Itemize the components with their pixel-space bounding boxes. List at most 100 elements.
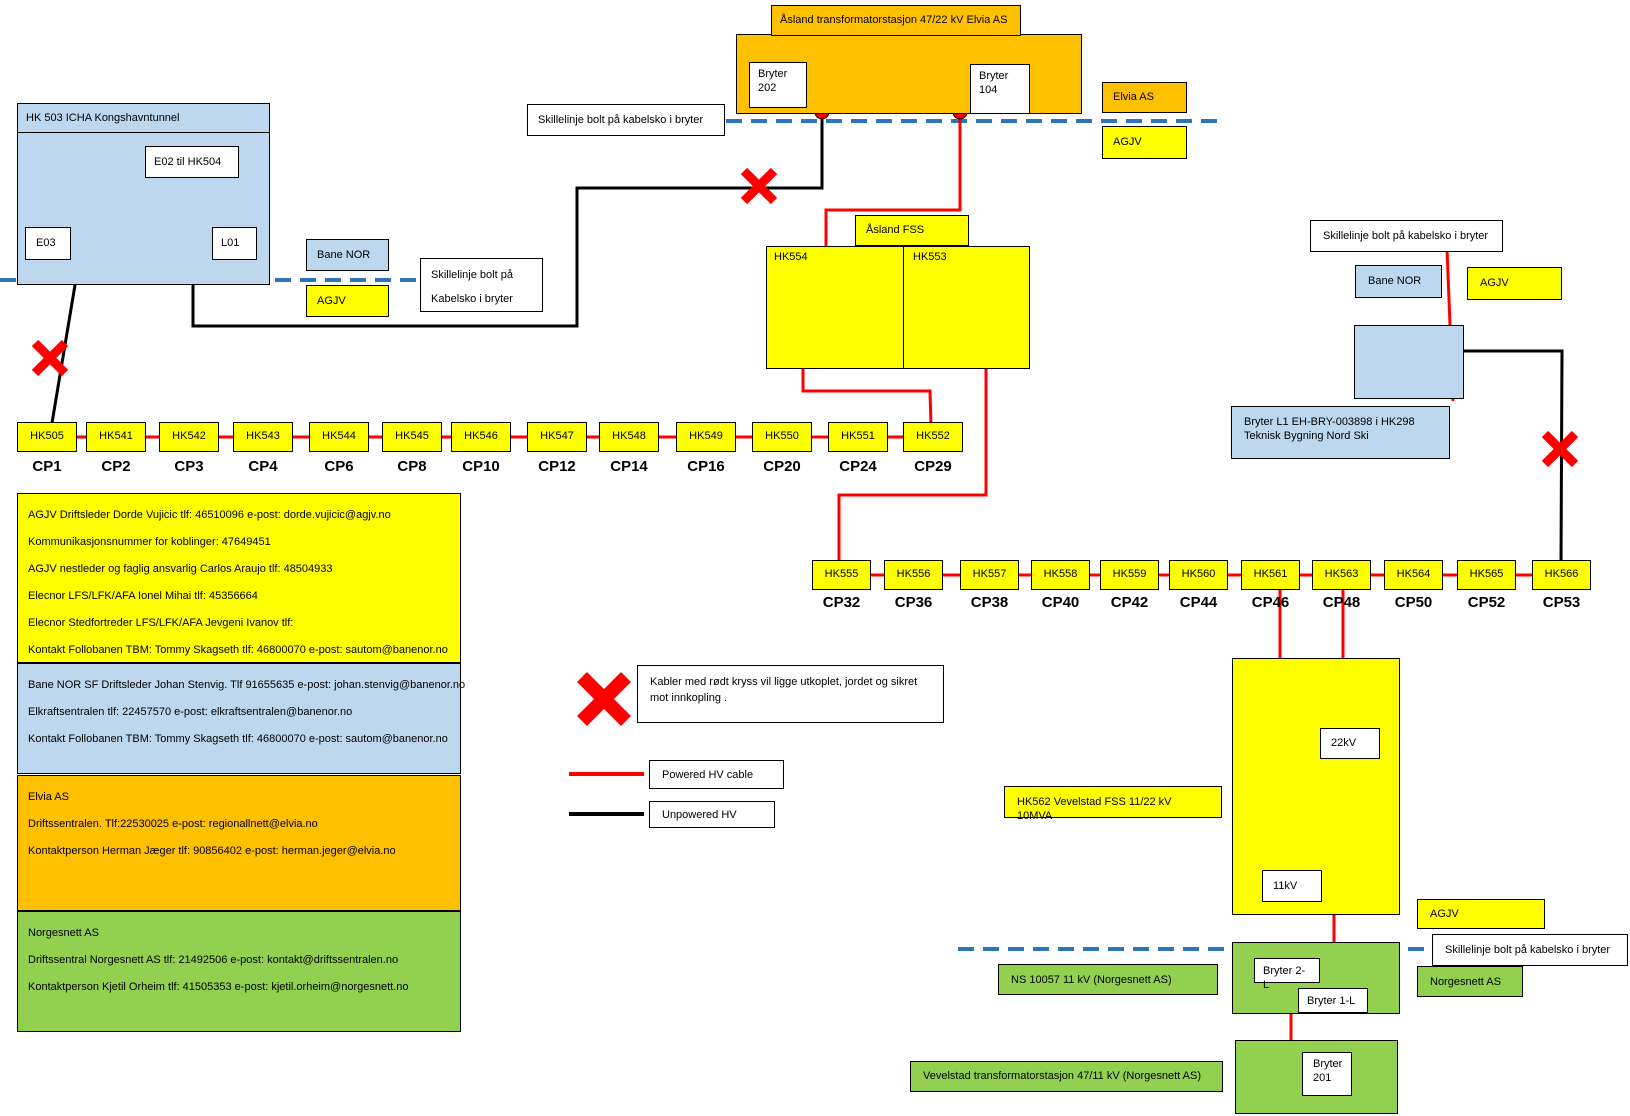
- node-hk548: HK548: [599, 422, 659, 452]
- norgesnett-owner-label: Norgesnett AS: [1417, 966, 1523, 997]
- node-hk565: HK565: [1457, 560, 1516, 590]
- cp-label-cp2: CP2: [101, 458, 131, 475]
- cp-label-cp16: CP16: [687, 458, 725, 475]
- cp-label-cp44: CP44: [1179, 594, 1218, 611]
- contact-line: Kontaktperson Herman Jæger tlf: 90856402…: [28, 845, 396, 857]
- contact-line: Norgesnett AS: [28, 927, 99, 939]
- cp-label-cp24: CP24: [839, 458, 877, 475]
- bryter-2l-label: Bryter 2-L: [1254, 958, 1320, 991]
- skillelinje-top-label: Skillelinje bolt på kabelsko i bryter: [527, 104, 725, 136]
- contact-line: AGJV Driftsleder Dorde Vujicic tlf: 4651…: [28, 509, 391, 521]
- banenor-contacts-panel: Bane NOR SF Driftsleder Johan Stenvig. T…: [17, 663, 466, 774]
- node-hk559: HK559: [1100, 560, 1159, 590]
- red-cross-icon: [1541, 430, 1579, 468]
- contact-line: Elecnor Stedfortreder LFS/LFK/AFA Jevgen…: [28, 617, 294, 629]
- node-hk542: HK542: [159, 422, 219, 452]
- bryter-104-line1: Bryter: [979, 70, 1009, 82]
- node-hk543: HK543: [233, 422, 293, 452]
- skillelinje-left-line2: Kabelsko i bryter: [431, 293, 513, 305]
- norgesnett-contacts-panel: Norgesnett AS Driftssentral Norgesnett A…: [17, 911, 461, 1032]
- cp-label-cp52: CP52: [1467, 594, 1506, 611]
- 22kv-label: 22kV: [1320, 728, 1380, 759]
- skillelinje-left-line1: Skillelinje bolt på: [431, 269, 513, 281]
- bryter-l1-label: Bryter L1 EH-BRY-003898 i HK298 Teknisk …: [1231, 406, 1450, 459]
- skillelinje-right-label: Skillelinje bolt på kabelsko i bryter: [1310, 220, 1503, 252]
- node-hk557: HK557: [960, 560, 1019, 590]
- bane-nor-label-left: Bane NOR: [306, 239, 389, 271]
- asland-station-title: Åsland transformatorstasjon 47/22 kV Elv…: [771, 5, 1021, 36]
- red-cross-icon: [31, 339, 69, 377]
- bryter-202-line2: 202: [758, 82, 777, 94]
- 11kv-label: 11kV: [1262, 870, 1322, 902]
- node-hk566: HK566: [1532, 560, 1591, 590]
- skillelinje-left-label: Skillelinje bolt på Kabelsko i bryter: [420, 258, 543, 312]
- cp-label-cp50: CP50: [1394, 594, 1433, 611]
- cp-label-cp3: CP3: [174, 458, 204, 475]
- agjv-contacts-panel: AGJV Driftsleder Dorde Vujicic tlf: 4651…: [17, 493, 461, 663]
- legend-cross-line1: Kabler med rødt kryss vil ligge utkoplet…: [650, 676, 918, 688]
- cp-label-cp40: CP40: [1041, 594, 1080, 611]
- node-hk564: HK564: [1384, 560, 1443, 590]
- contact-line: Kommunikasjonsnummer for koblinger: 4764…: [28, 536, 271, 548]
- legend-powered-label: Powered HV cable: [649, 760, 784, 789]
- skillelinje-bottom-label: Skillelinje bolt på kabelsko i bryter: [1432, 934, 1628, 966]
- contact-line: Kontakt Follobanen TBM: Tommy Skagseth t…: [28, 733, 448, 745]
- contact-line: Elkraftsentralen tlf: 22457570 e-post: e…: [28, 706, 353, 718]
- contact-line: Kontaktperson Kjetil Orheim tlf: 4150535…: [28, 981, 409, 993]
- cp-label-cp38: CP38: [970, 594, 1009, 611]
- e03-label: E03: [25, 227, 71, 260]
- legend-cross-text: Kabler med rødt kryss vil ligge utkoplet…: [637, 665, 944, 723]
- node-hk555: HK555: [812, 560, 871, 590]
- bane-nor-label-right: Bane NOR: [1355, 265, 1442, 298]
- cp-label-cp48: CP48: [1322, 594, 1361, 611]
- node-hk558: HK558: [1031, 560, 1090, 590]
- cp-label-cp29: CP29: [914, 458, 952, 475]
- hk562-label: HK562 Vevelstad FSS 11/22 kV 10MVA: [1004, 786, 1222, 822]
- asland-fss-area: [766, 246, 1030, 369]
- node-hk549: HK549: [676, 422, 736, 452]
- contact-line: Elecnor LFS/LFK/AFA Ionel Mihai tlf: 453…: [28, 590, 258, 602]
- node-hk550: HK550: [752, 422, 812, 452]
- node-hk545: HK545: [382, 422, 442, 452]
- bryter-l1-box: [1354, 325, 1464, 399]
- bryter-202-line1: Bryter: [758, 68, 788, 80]
- hk503-title: HK 503 ICHA Kongshavntunnel: [17, 103, 270, 133]
- cp-label-cp32: CP32: [822, 594, 861, 611]
- agjv-label-right: AGJV: [1467, 267, 1562, 300]
- hk554-label: HK554: [774, 251, 808, 263]
- cp-label-cp4: CP4: [248, 458, 278, 475]
- agjv-label-bottom: AGJV: [1417, 899, 1545, 929]
- hk553-label: HK553: [913, 251, 947, 263]
- e02-label: E02 til HK504: [145, 146, 239, 178]
- unpowered-to-hk566: [1445, 349, 1564, 564]
- red-cross-icon: [577, 672, 631, 726]
- node-hk561: HK561: [1241, 560, 1300, 590]
- cp-label-cp36: CP36: [894, 594, 933, 611]
- cp-label-cp46: CP46: [1251, 594, 1290, 611]
- cp-label-cp8: CP8: [397, 458, 427, 475]
- vevelstad-ts-label: Vevelstad transformatorstasjon 47/11 kV …: [910, 1061, 1223, 1092]
- cp-label-cp10: CP10: [462, 458, 500, 475]
- legend-cross-line2: mot innkopling .: [650, 692, 728, 704]
- cp-label-cp6: CP6: [324, 458, 354, 475]
- bryter-l1-line2: Teknisk Bygning Nord Ski: [1244, 430, 1369, 442]
- node-hk563: HK563: [1312, 560, 1371, 590]
- bryter-201-label: Bryter 201: [1302, 1052, 1352, 1096]
- cp-label-cp14: CP14: [610, 458, 648, 475]
- bryter-1l-label: Bryter 1-L: [1298, 988, 1368, 1013]
- bryter-202-label: Bryter 202: [749, 62, 807, 108]
- node-hk560: HK560: [1169, 560, 1228, 590]
- contact-line: Elvia AS: [28, 791, 69, 803]
- node-hk505: HK505: [17, 422, 77, 452]
- contact-line: Driftssentral Norgesnett AS tlf: 2149250…: [28, 954, 399, 966]
- cp-label-cp53: CP53: [1542, 594, 1581, 611]
- bryter-104-label: Bryter 104: [970, 64, 1030, 114]
- node-hk556: HK556: [884, 560, 943, 590]
- contact-line: Bane NOR SF Driftsleder Johan Stenvig. T…: [28, 679, 466, 691]
- cp-label-cp20: CP20: [763, 458, 801, 475]
- bryter-201-line2: 201: [1313, 1072, 1332, 1084]
- node-hk552: HK552: [903, 422, 963, 452]
- node-hk544: HK544: [309, 422, 369, 452]
- agjv-owner-label-top: AGJV: [1102, 126, 1187, 159]
- contact-line: Driftssentralen. Tlf:22530025 e-post: re…: [28, 818, 318, 830]
